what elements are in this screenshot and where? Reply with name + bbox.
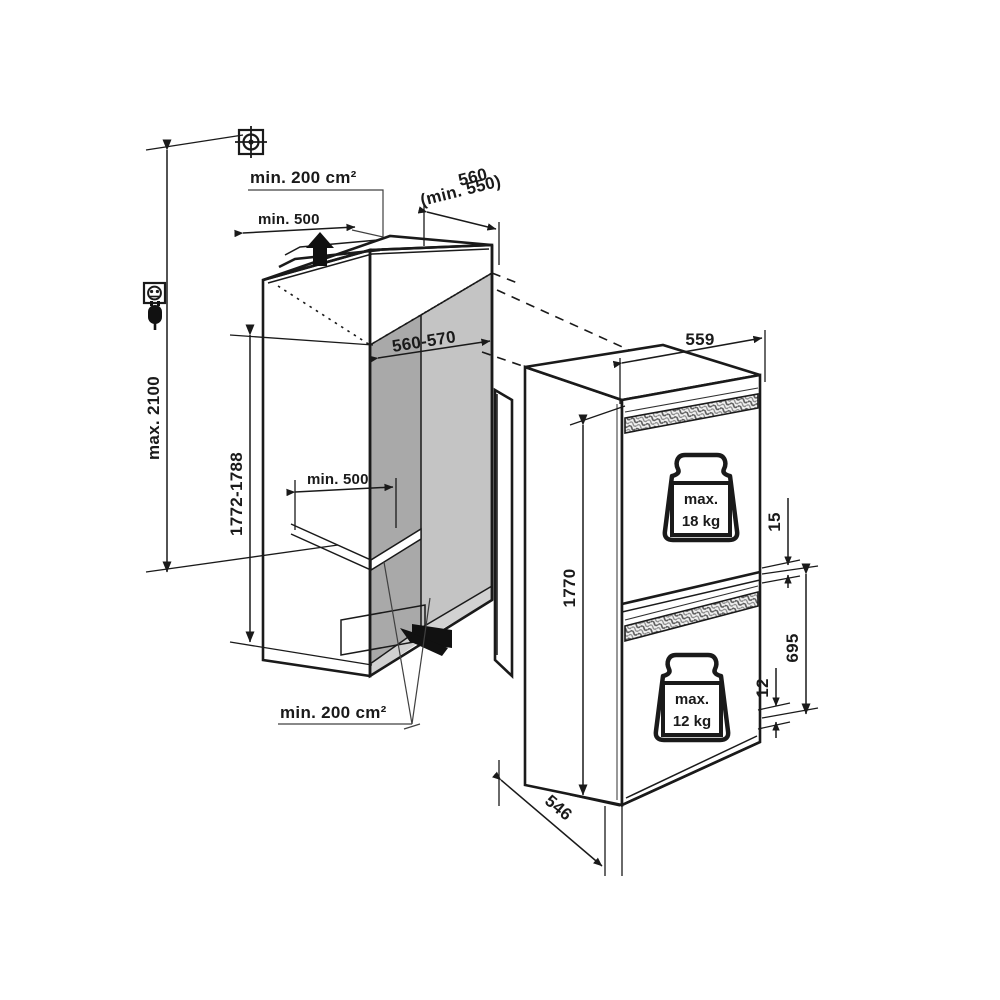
lower-door-grip-line bbox=[624, 585, 759, 621]
dimension-label-695: 695 bbox=[783, 633, 802, 662]
niche-inner-back-panel bbox=[421, 273, 492, 628]
dimension-label-vent-bottom-width: min. 500 bbox=[307, 471, 369, 488]
lower-door-grip-band bbox=[624, 590, 759, 643]
fixing-point-icon bbox=[235, 126, 267, 158]
weight-icon-12kg: max. 12 kg bbox=[653, 652, 731, 743]
upper-door-grip-line bbox=[624, 387, 759, 413]
dimension-1772-1788: 1772-1788 bbox=[227, 324, 374, 666]
weight-12kg-line2: 12 kg bbox=[673, 713, 711, 730]
niche-left-side-face bbox=[261, 248, 372, 678]
appliance-bottom-front-edge bbox=[621, 740, 761, 807]
dimension-label-vent-bottom-area: min. 200 cm² bbox=[280, 703, 387, 722]
niche-vent-ledge-face bbox=[370, 527, 422, 572]
dimension-label-15: 15 bbox=[765, 512, 784, 532]
niche-top-rim-inner bbox=[284, 239, 379, 256]
dimension-12: 12 bbox=[753, 668, 791, 738]
appliance-bottom-front-edge-b bbox=[625, 735, 758, 799]
dimension-label-max-2100: max. 2100 bbox=[144, 376, 163, 460]
dimension-label-vent-top-width: min. 500 bbox=[258, 211, 320, 228]
weight-18kg-line1: max. bbox=[684, 491, 718, 508]
dimension-label-559: 559 bbox=[685, 330, 714, 349]
dimension-vent-bottom-width: min. 500 bbox=[286, 471, 397, 530]
dimension-vent-bottom-area: min. 200 cm² bbox=[278, 561, 431, 730]
dimension-label-1772-1788: 1772-1788 bbox=[227, 452, 246, 536]
niche-side-filler-panel bbox=[493, 387, 514, 680]
upper-door-grip bbox=[624, 387, 759, 434]
weight-12kg-line1: max. bbox=[675, 691, 709, 708]
dimension-label-vent-top-area: min. 200 cm² bbox=[250, 168, 357, 187]
lower-door-grip bbox=[624, 585, 759, 643]
weight-18kg-line2: 18 kg bbox=[682, 513, 720, 530]
weight-plate-12kg bbox=[661, 681, 723, 737]
dimension-695: 695 bbox=[761, 563, 819, 719]
power-plug-icon bbox=[148, 301, 162, 330]
niche-top-panel-edge bbox=[267, 248, 490, 284]
dimension-15: 15 bbox=[761, 498, 801, 588]
airflow-in-arrow-icon bbox=[400, 624, 452, 656]
dimension-vent-top-width: min. 500 bbox=[234, 211, 356, 238]
door-split-line-b bbox=[621, 579, 761, 613]
weight-plate-18kg bbox=[670, 481, 732, 537]
upper-door-grip-band bbox=[624, 393, 759, 434]
appliance-body: max. 18 kg max. 12 kg bbox=[523, 343, 762, 808]
projection-line-top-b bbox=[491, 272, 521, 285]
dimension-max-2100: max. 2100 bbox=[144, 134, 339, 573]
dimension-label-12: 12 bbox=[753, 678, 772, 698]
airflow-up-arrow-icon bbox=[306, 232, 334, 266]
door-split-line bbox=[621, 570, 761, 606]
weight-icon-18kg: max. 18 kg bbox=[662, 452, 740, 543]
dimension-label-1770: 1770 bbox=[560, 568, 579, 607]
niche-top-rim-left bbox=[278, 248, 381, 269]
dimension-559: 559 bbox=[612, 330, 766, 404]
dimension-vent-top-area: min. 200 cm² bbox=[248, 168, 384, 238]
